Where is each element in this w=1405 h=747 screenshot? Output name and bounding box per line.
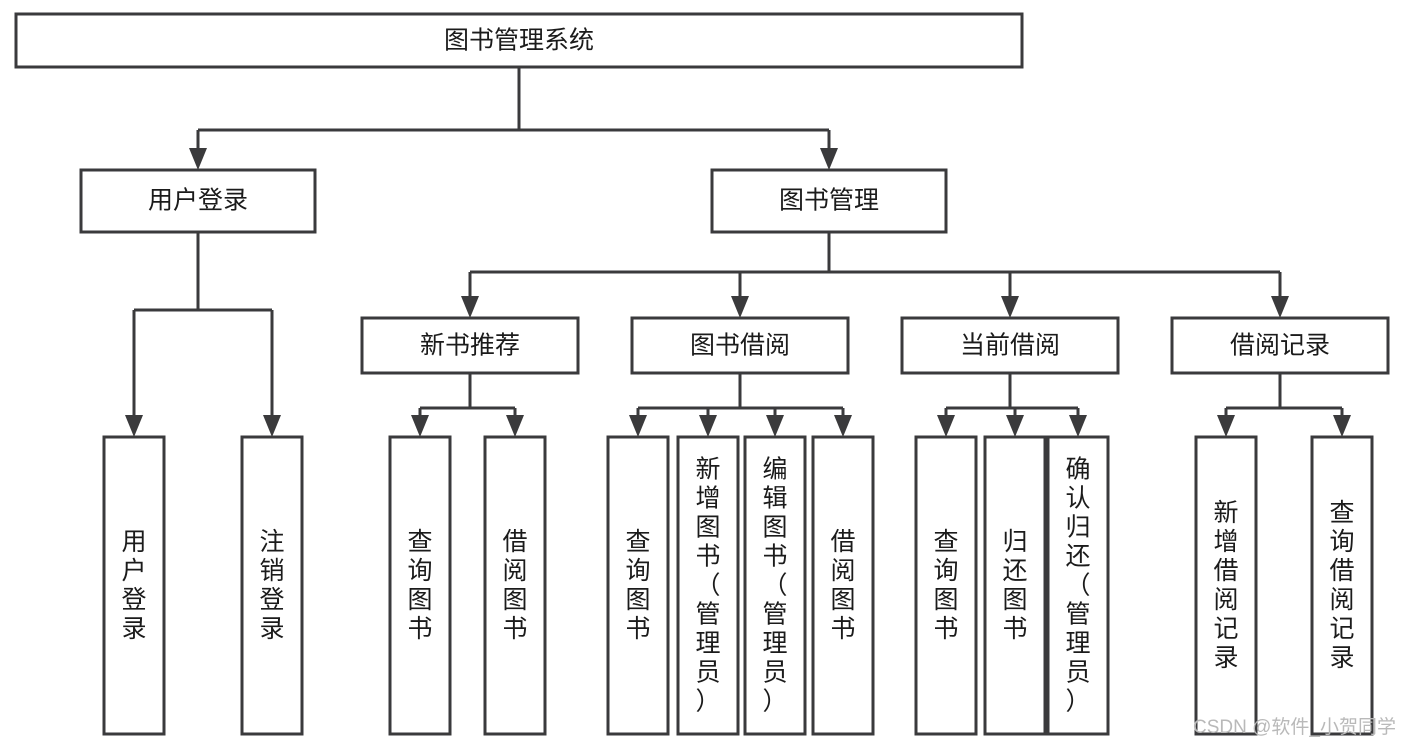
borrow-record-to-leaves-arrow-1 [1333, 415, 1351, 437]
book-borrow-to-leaves-arrow-1 [699, 415, 717, 437]
node-leaf-return-book[interactable]: 归还图书 [983, 435, 1047, 736]
book-borrow-to-leaves-arrow-2 [766, 415, 784, 437]
node-new-book-recommend-box[interactable] [360, 316, 580, 375]
node-borrow-record[interactable]: 借阅记录 [1170, 316, 1390, 375]
node-leaf-borrow-book-2-box[interactable] [811, 435, 875, 736]
user-login-to-leaves-arrow-0 [125, 415, 143, 437]
node-leaf-query-book-3[interactable]: 查询图书 [914, 435, 978, 736]
node-leaf-query-book-3-label: 查询图书 [933, 528, 958, 643]
node-leaf-confirm-return-box[interactable] [1046, 435, 1110, 736]
book-manage-to-level3-arrow-1 [731, 296, 749, 318]
node-leaf-query-record-label: 查询借阅记录 [1329, 499, 1354, 672]
node-leaf-edit-book[interactable]: 编辑图书（管理员） [743, 435, 807, 736]
node-user-login-label: 用户登录 [148, 187, 248, 215]
node-new-book-recommend-label: 新书推荐 [420, 332, 520, 360]
node-new-book-recommend[interactable]: 新书推荐 [360, 316, 580, 375]
node-leaf-add-book[interactable]: 新增图书（管理员） [676, 435, 740, 736]
node-leaf-user-login[interactable]: 用户登录 [102, 435, 166, 736]
node-leaf-user-login-label: 用户登录 [121, 528, 146, 643]
node-leaf-confirm-return-label: 确认归还（管理员） [1065, 456, 1090, 716]
node-book-manage-label: 图书管理 [779, 187, 879, 215]
node-leaf-query-book-1-box[interactable] [388, 435, 452, 736]
book-manage-to-level3-arrow-0 [461, 296, 479, 318]
node-book-borrow-label: 图书借阅 [690, 332, 790, 360]
book-manage-to-level3-arrow-3 [1271, 296, 1289, 318]
node-borrow-record-label: 借阅记录 [1230, 332, 1330, 360]
node-leaf-borrow-book-2-label: 借阅图书 [830, 528, 855, 643]
node-current-borrow-box[interactable] [900, 316, 1120, 375]
current-borrow-to-leaves-arrow-1 [1006, 415, 1024, 437]
node-leaf-return-book-box[interactable] [983, 435, 1047, 736]
user-login-to-leaves-arrow-1 [263, 415, 281, 437]
node-leaf-logout-login[interactable]: 注销登录 [240, 435, 304, 736]
node-user-login[interactable]: 用户登录 [79, 168, 317, 234]
node-leaf-logout-login-box[interactable] [240, 435, 304, 736]
current-borrow-to-leaves-arrow-2 [1069, 415, 1087, 437]
node-root[interactable]: 图书管理系统 [14, 12, 1024, 69]
node-root-box[interactable] [14, 12, 1024, 69]
node-leaf-logout-login-label: 注销登录 [259, 528, 284, 643]
connector-layer [125, 67, 1351, 437]
node-leaf-query-book-2-label: 查询图书 [625, 528, 650, 643]
node-leaf-query-book-1[interactable]: 查询图书 [388, 435, 452, 736]
node-root-label: 图书管理系统 [444, 27, 594, 55]
node-leaf-edit-book-label: 编辑图书（管理员） [762, 456, 787, 716]
csdn-watermark: CSDN @软件_小贺同学 [1193, 716, 1396, 738]
node-current-borrow[interactable]: 当前借阅 [900, 316, 1120, 375]
new-book-recommend-to-leaves-arrow-1 [506, 415, 524, 437]
node-book-borrow-box[interactable] [630, 316, 850, 375]
node-leaf-user-login-box[interactable] [102, 435, 166, 736]
node-leaf-query-book-1-label: 查询图书 [407, 528, 432, 643]
node-book-manage-box[interactable] [710, 168, 948, 234]
node-leaf-add-book-label: 新增图书（管理员） [695, 456, 720, 716]
node-leaf-query-record[interactable]: 查询借阅记录 [1310, 435, 1374, 736]
book-borrow-to-leaves-arrow-0 [629, 415, 647, 437]
borrow-record-to-leaves-arrow-0 [1217, 415, 1235, 437]
node-leaf-borrow-book-1[interactable]: 借阅图书 [483, 435, 547, 736]
node-leaf-query-book-2-box[interactable] [606, 435, 670, 736]
node-borrow-record-box[interactable] [1170, 316, 1390, 375]
root-to-level2-arrow-0 [189, 148, 207, 170]
node-leaf-add-record-box[interactable] [1194, 435, 1258, 736]
node-leaf-query-book-3-box[interactable] [914, 435, 978, 736]
book-manage-to-level3-arrow-2 [1001, 296, 1019, 318]
node-leaf-borrow-book-1-label: 借阅图书 [502, 528, 527, 643]
new-book-recommend-to-leaves-arrow-0 [411, 415, 429, 437]
node-leaf-add-record[interactable]: 新增借阅记录 [1194, 435, 1258, 736]
current-borrow-to-leaves-arrow-0 [937, 415, 955, 437]
node-leaf-add-book-box[interactable] [676, 435, 740, 736]
node-leaf-borrow-book-2[interactable]: 借阅图书 [811, 435, 875, 736]
node-leaf-query-book-2[interactable]: 查询图书 [606, 435, 670, 736]
node-user-login-box[interactable] [79, 168, 317, 234]
node-leaf-borrow-book-1-box[interactable] [483, 435, 547, 736]
root-to-level2-arrow-1 [820, 148, 838, 170]
leaf-nodes-layer: 用户登录 注销登录 查询图书 借阅图书 查询图书 新增图书（管理员） 编辑图书（管理员） 借阅… [102, 435, 1374, 736]
node-leaf-edit-book-box[interactable] [743, 435, 807, 736]
node-leaf-query-record-box[interactable] [1310, 435, 1374, 736]
node-current-borrow-label: 当前借阅 [960, 332, 1060, 360]
book-borrow-to-leaves-arrow-3 [834, 415, 852, 437]
node-leaf-add-record-label: 新增借阅记录 [1213, 499, 1238, 672]
node-book-borrow[interactable]: 图书借阅 [630, 316, 850, 375]
node-leaf-return-book-label: 归还图书 [1002, 528, 1027, 643]
node-book-manage[interactable]: 图书管理 [710, 168, 948, 234]
node-leaf-confirm-return[interactable]: 确认归还（管理员） [1046, 435, 1110, 736]
